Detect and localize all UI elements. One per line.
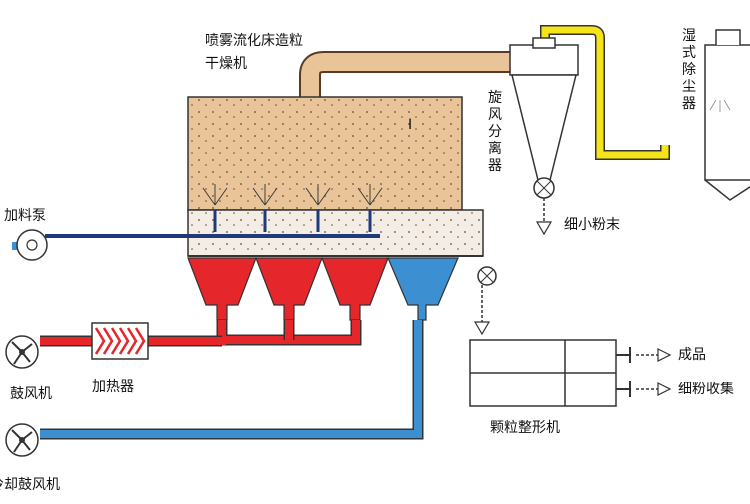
fine-collect-label: 细粉收集 — [678, 382, 734, 396]
feed-pump — [16, 229, 48, 261]
dryer-chamber — [187, 96, 463, 211]
spray-nozzles — [202, 184, 383, 232]
heater-label: 加热器 — [92, 379, 134, 395]
cool-blower-label: 冷却鼓风机 — [0, 477, 60, 493]
blower-label: 鼓风机 — [10, 386, 52, 402]
fine-powder-arrow — [535, 198, 553, 236]
wet-dust-collector — [704, 29, 750, 201]
hot-air-duct — [40, 320, 362, 347]
shaper-label: 颗粒整形机 — [490, 420, 560, 436]
fine-powder-label: 细小粉末 — [564, 217, 620, 233]
wet-dust-label: 湿式除尘器 — [682, 28, 696, 112]
cool-air-hopper — [387, 257, 459, 321]
granule-shaper — [469, 339, 631, 407]
product-label: 成品 — [678, 347, 706, 363]
cyclone-label: 旋风分离器 — [488, 90, 502, 174]
output-arrows — [636, 348, 672, 396]
cool-air-duct — [40, 320, 424, 440]
discharge-valve — [473, 266, 497, 336]
heater — [91, 322, 149, 360]
fluid-bed-layer — [187, 209, 484, 257]
hot-air-hoppers — [187, 257, 389, 321]
cyclone-separator — [509, 37, 579, 199]
cooling-blower-fan — [5, 423, 39, 457]
feed-pump-label: 加料泵 — [4, 208, 46, 224]
dryer-title: 喷雾流化床造粒 — [205, 33, 303, 49]
dryer-title-2: 干燥机 — [205, 56, 247, 72]
blower-fan — [5, 335, 39, 369]
zone-mark: I — [408, 117, 413, 133]
